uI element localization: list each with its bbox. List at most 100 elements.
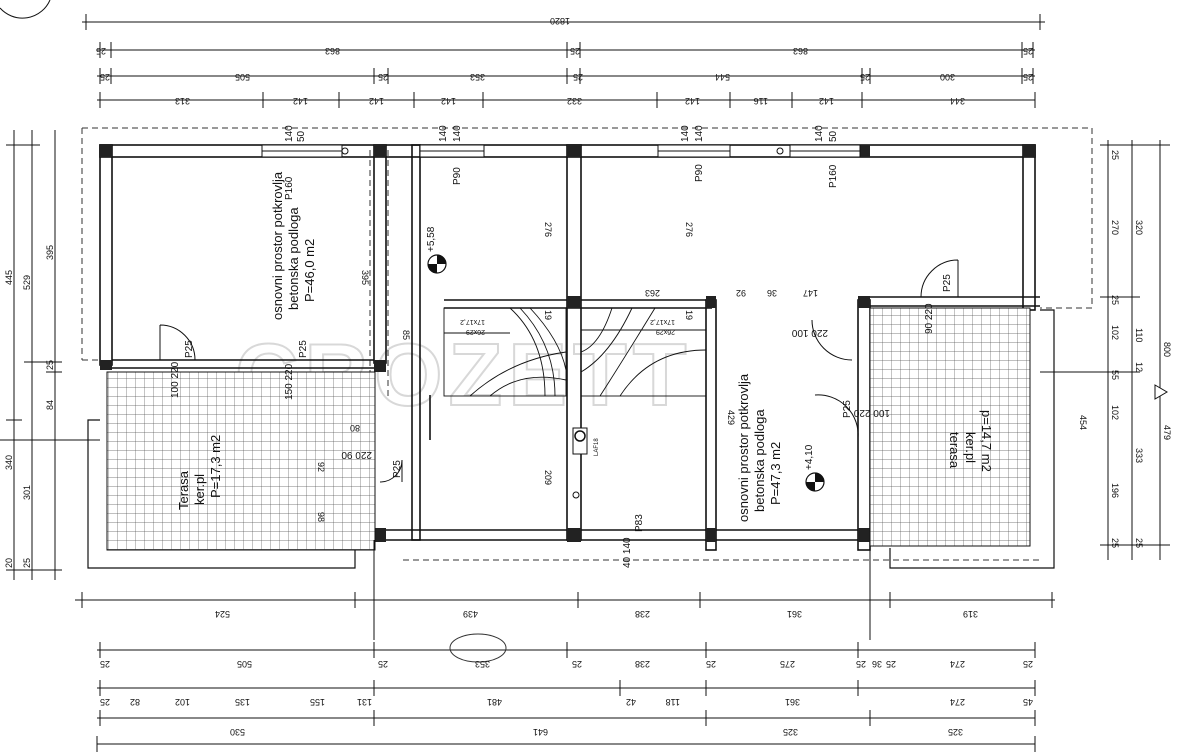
dim-text: 454 [1078, 415, 1088, 430]
door-size: 100 220 [853, 407, 890, 418]
dim-text: 479 [1162, 425, 1172, 440]
dim-text: 82 [130, 697, 140, 707]
right-dimension-lines [1040, 140, 1170, 560]
dim-text: 25 [572, 659, 582, 669]
dim-text: 524 [215, 609, 230, 619]
dim-text: 25 [1023, 659, 1033, 669]
top-dimension-texts: 1820 25 863 25 863 25 25 505 25 353 25 5… [96, 16, 1033, 106]
dim-text: 102 [1110, 405, 1120, 420]
dim-text: 481 [487, 697, 502, 707]
dim-text: 395 [360, 270, 370, 285]
opening-label: P83 [634, 514, 645, 532]
level-marker-right: +4,10 [804, 444, 825, 492]
opening-label: P25 [942, 274, 953, 292]
dim-text: 320 [1134, 220, 1144, 235]
dim-text: 530 [230, 727, 245, 737]
dim-text: 116 [754, 96, 768, 106]
dim-text: 301 [22, 485, 32, 500]
dim-text: 263 [645, 288, 660, 298]
dim-text: 25 [706, 659, 716, 669]
wall-columns [100, 145, 1035, 542]
dim-text: 20 [4, 558, 14, 568]
dim-text: 142 [685, 96, 700, 106]
opening-label: P90 [452, 167, 463, 185]
dim-text: 276 [684, 222, 694, 237]
dim-text: 36 [872, 659, 882, 669]
dim-text: 25 [886, 659, 896, 669]
dim-text: 140 [284, 125, 295, 142]
dim-text: 25 [100, 659, 110, 669]
dim-text: 25 [1110, 295, 1120, 305]
dim-text: 25 [573, 72, 583, 82]
room-right-label: osnovni prostor potkrovlja betonska podl… [736, 373, 783, 522]
dim-text: 445 [4, 270, 14, 285]
room-name: osnovni prostor potkrovlja [736, 373, 751, 522]
door-size: 220 90 [341, 449, 372, 460]
terrace-area: P=17,3 m2 [208, 435, 223, 498]
dim-text: 340 [4, 455, 14, 470]
dim-text: 274 [950, 697, 965, 707]
dim-text: 140 [452, 125, 463, 142]
dim-text: 12 [1134, 362, 1144, 372]
door-size: 220 100 [791, 327, 828, 338]
dim-text: 118 [666, 697, 680, 707]
dim-text: 25 [100, 697, 110, 707]
terrace-right [869, 307, 1055, 569]
dim-text: 529 [22, 275, 32, 290]
left-dimension-lines [0, 130, 100, 580]
dim-text: 131 [357, 697, 372, 707]
dim-text: 544 [715, 72, 730, 82]
dim-text: 147 [803, 288, 818, 298]
top-dimension-lines [82, 14, 1045, 108]
dim-text: 353 [470, 72, 485, 82]
dim-text: 25 [378, 659, 388, 669]
dim-text: 863 [793, 46, 808, 56]
dim-text: 92 [316, 462, 326, 472]
dim-text: 140 [694, 125, 705, 142]
dim-text: 25 [1023, 46, 1033, 56]
dim-text: 42 [626, 697, 636, 707]
door-size: 90 220 [924, 303, 935, 334]
dim-text: 25 [856, 659, 866, 669]
dim-text: 45 [1023, 697, 1033, 707]
dim-text: 274 [950, 659, 965, 669]
dim-text: 275 [780, 659, 795, 669]
window-dimension-labels: 140 50 140 140 140 140 140 50 P160 P90 P… [284, 125, 839, 200]
dim-text: 276 [543, 222, 553, 237]
stair-labels: 17x17,2 26x29 17x17,2 26x29 LAF18 [460, 318, 675, 499]
stair-label: 26x29 [656, 328, 675, 335]
room-name: osnovni prostor potkrovlja [270, 171, 285, 320]
dim-text: 505 [237, 659, 252, 669]
dim-text: 55 [1110, 370, 1120, 380]
dim-text: 25 [1134, 538, 1144, 548]
dim-text: 361 [785, 697, 800, 707]
dim-text: 80 [350, 423, 360, 433]
dim-text: 505 [235, 72, 250, 82]
dim-text: 142 [441, 96, 456, 106]
dim-text: 98 [316, 512, 326, 522]
dim-text: 85 [401, 330, 411, 340]
dim-text: 641 [533, 727, 548, 737]
roof-outline [81, 127, 1093, 561]
dim-text: 25 [100, 72, 110, 82]
opening-label: P25 [298, 340, 309, 358]
room-floor: betonska podloga [286, 207, 301, 310]
terrace-floor: ker.pl [192, 474, 207, 505]
dim-text: 25 [96, 46, 106, 56]
dim-text: 353 [475, 659, 490, 669]
opening-label: P25 [842, 400, 853, 418]
window-openings [261, 144, 861, 158]
dim-text: 142 [819, 96, 834, 106]
dim-text: 92 [736, 288, 746, 298]
interior-dimensions: 395 276 276 263 92 36 147 19 19 209 429 … [316, 222, 818, 522]
level-text: +5,58 [426, 226, 437, 252]
dim-text: 333 [1134, 448, 1144, 463]
dim-text: 140 [438, 125, 449, 142]
terrace-floor: ker.pl [963, 432, 978, 463]
stair-label: 17x17,2 [460, 318, 485, 325]
dim-text: 325 [948, 727, 963, 737]
dim-text: 50 [296, 130, 307, 142]
terrace-left [87, 371, 376, 569]
opening-label: P160 [828, 164, 839, 188]
